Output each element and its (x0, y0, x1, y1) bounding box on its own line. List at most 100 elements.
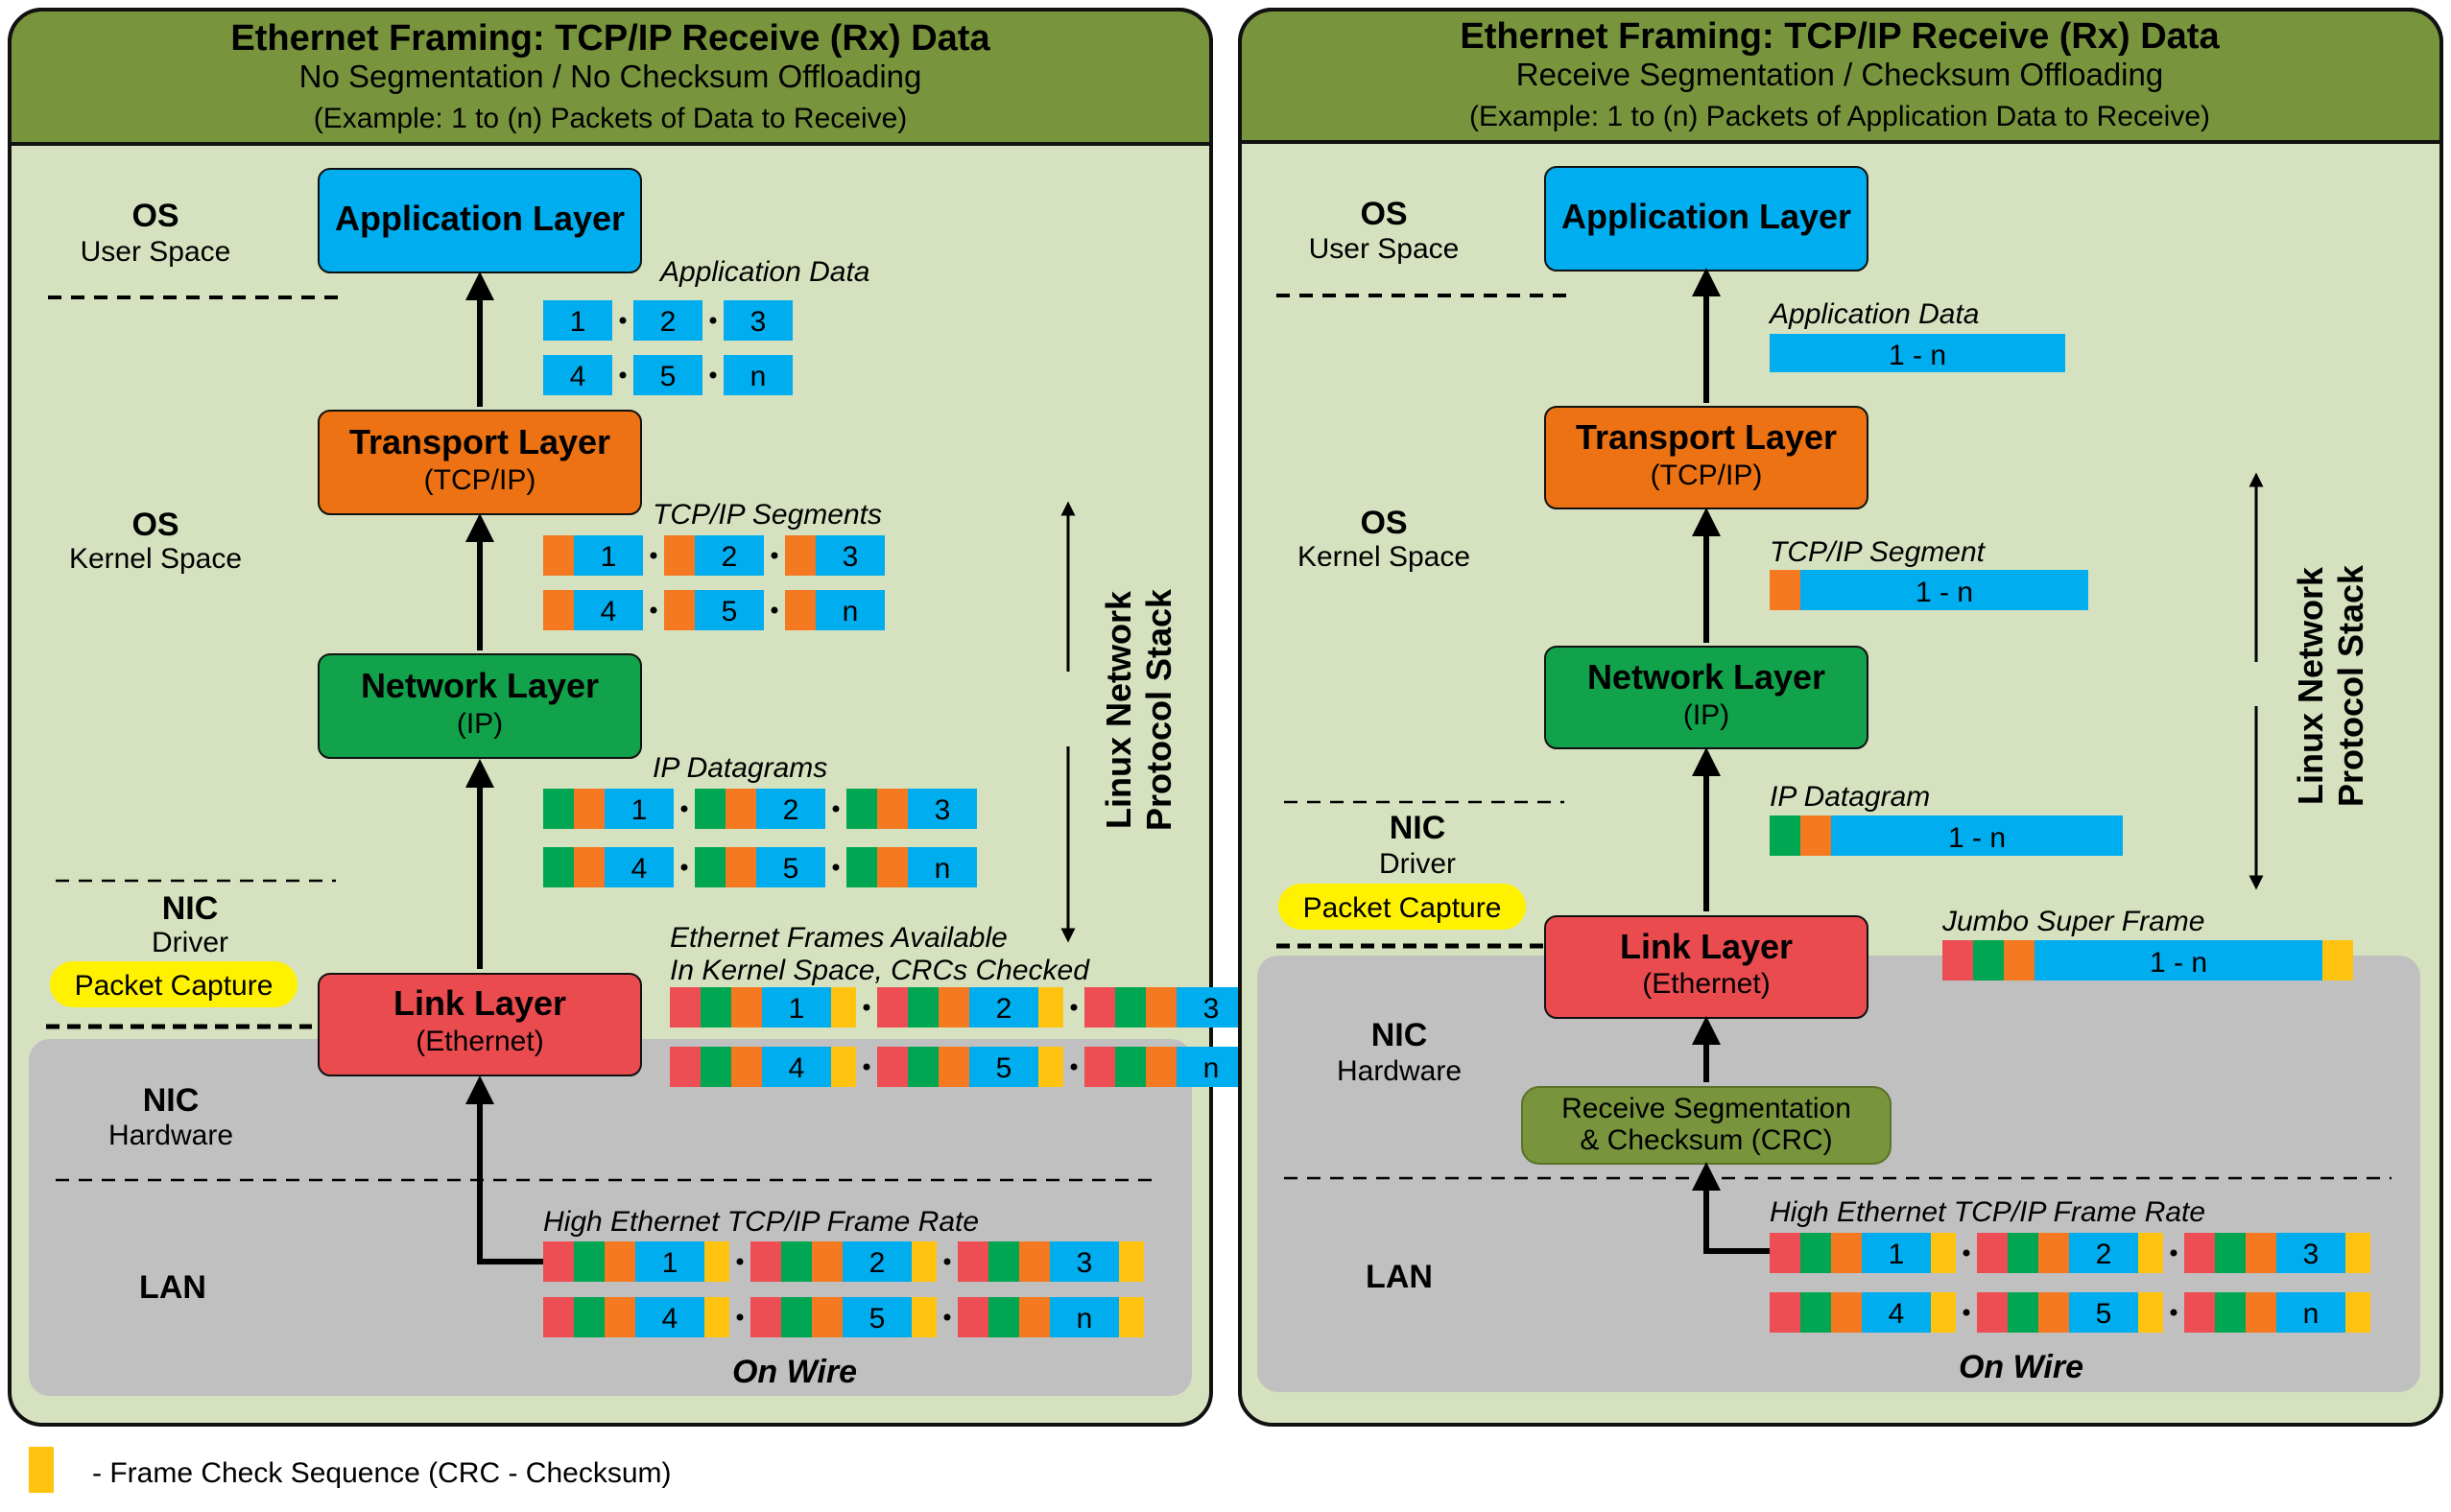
right-nic-hardware-heading: NIC (1371, 1017, 1428, 1053)
left-ip-payload-n (908, 847, 977, 887)
left-title: Ethernet Framing: TCP/IP Receive (Rx) Da… (230, 18, 990, 59)
left-eth-ip-header-3 (988, 1241, 1019, 1282)
right-nic-driver-heading: NIC (1390, 810, 1446, 846)
left-eth-eth-header-4 (543, 1297, 574, 1337)
left-eth-tcp-header-1 (731, 987, 762, 1028)
right-app-data-label: Application Data (1768, 298, 1979, 330)
right-eth-separator-dot (1963, 1309, 1970, 1316)
right-jumbo-fcs (2322, 940, 2353, 980)
left-nic-hardware-heading: NIC (143, 1082, 200, 1119)
right-eth-payload-5 (2069, 1292, 2138, 1333)
right-eth-payload-3 (2276, 1233, 2345, 1273)
right-eth-packet-label-3: 3 (2303, 1239, 2320, 1270)
left-eth-eth-header-3 (958, 1241, 988, 1282)
right-eth-fcs-3 (2345, 1233, 2370, 1273)
left-eth-separator-dot (863, 1004, 870, 1011)
right-eth-packet-label-2: 2 (2096, 1239, 2112, 1270)
left-tcp-segments-label: TCP/IP Segments (653, 499, 882, 531)
left-tcp-payload-2 (695, 535, 764, 576)
left-eth-eth-header-n (1084, 1047, 1115, 1087)
right-eth-packet-label-1: 1 (1889, 1239, 1905, 1270)
left-ip-tcp-header-1 (574, 789, 605, 829)
right-eth-packet-label-4: 4 (1889, 1298, 1905, 1330)
left-tcp-tcp-header-4 (543, 590, 574, 630)
left-ip-packet-label-2: 2 (783, 794, 799, 826)
left-eth-fcs-3 (1119, 1241, 1144, 1282)
left-stack-label-1: Linux Network (1099, 590, 1138, 829)
left-app-packet-label-4: 4 (570, 361, 586, 392)
right-eth-payload-4 (1862, 1292, 1931, 1333)
left-eth-fcs-1 (704, 1241, 729, 1282)
left-eth-tcp-header-n (1019, 1297, 1050, 1337)
left-eth-packet-label-3: 3 (1203, 993, 1220, 1025)
left-eth-payload-5 (843, 1297, 912, 1337)
left-eth-separator-dot (1070, 1004, 1078, 1011)
right-eth-fcs-n (2345, 1292, 2370, 1333)
left-tcp-separator-dot (650, 552, 657, 559)
right-eth-fcs-4 (1931, 1292, 1956, 1333)
left-eth-ip-header-5 (781, 1297, 812, 1337)
left-eth-ip-header-2 (781, 1241, 812, 1282)
right-eth-ip-header-1 (1800, 1233, 1831, 1273)
left-eth-payload-2 (843, 1241, 912, 1282)
left-eth-frames-label-1: Ethernet Frames Available (670, 922, 1008, 954)
left-app-packet-label-3: 3 (750, 306, 767, 338)
right-tcp-segment-bar-label: 1 - n (1916, 577, 1973, 608)
right-tcp-segment-header (1770, 570, 1800, 610)
right-eth-separator-dot (2170, 1249, 2177, 1257)
left-eth-packet-label-5: 5 (996, 1052, 1012, 1084)
right-eth-packet-label-5: 5 (2096, 1298, 2112, 1330)
left-eth-payload-1 (635, 1241, 704, 1282)
left-eth-ip-header-1 (574, 1241, 605, 1282)
left-eth-packet-label-4: 4 (662, 1303, 678, 1335)
left-eth-ip-header-n (1115, 1047, 1146, 1087)
right-network-layer-label: Network Layer (1587, 657, 1825, 697)
left-eth-separator-dot (943, 1313, 951, 1321)
left-on-wire-label: On Wire (732, 1354, 857, 1390)
left-eth-fcs-5 (912, 1297, 937, 1337)
left-os-user-sub: User Space (81, 236, 231, 268)
left-transport-layer-label: Transport Layer (349, 422, 610, 461)
left-eth-tcp-header-3 (1019, 1241, 1050, 1282)
left-eth-eth-header-4 (670, 1047, 701, 1087)
left-transport-layer-sub: (TCP/IP) (424, 464, 536, 496)
left-tcp-tcp-header-2 (664, 535, 695, 576)
left-eth-eth-header-3 (1084, 987, 1115, 1028)
left-ip-packet-label-n: n (935, 853, 951, 885)
right-eth-payload-2 (2069, 1233, 2138, 1273)
left-ip-payload-4 (605, 847, 674, 887)
left-eth-fcs-1 (831, 987, 856, 1028)
left-eth-eth-header-2 (877, 987, 908, 1028)
left-ip-packet-label-5: 5 (783, 853, 799, 885)
left-eth-fcs-n (1119, 1297, 1144, 1337)
right-jumbo-bar-label: 1 - n (2150, 947, 2207, 979)
left-network-layer-box (318, 653, 642, 759)
right-os-user-sub: User Space (1309, 233, 1460, 265)
legend: - Frame Check Sequence (CRC - Checksum) (29, 1447, 672, 1493)
left-eth-fcs-5 (1038, 1047, 1063, 1087)
right-jumbo-eth-header (1942, 940, 1973, 980)
left-eth-separator-dot (1070, 1063, 1078, 1071)
right-eth-ip-header-n (2215, 1292, 2246, 1333)
left-tcp-separator-dot (771, 606, 778, 614)
right-panel-header (1238, 8, 2443, 144)
left-ip-ip-header-5 (695, 847, 726, 887)
right-ip-datagram-label: IP Datagram (1770, 781, 1930, 813)
right-app-data-bar-label: 1 - n (1889, 340, 1946, 371)
right-eth-eth-header-1 (1770, 1233, 1800, 1273)
left-tcp-tcp-header-1 (543, 535, 574, 576)
right-link-layer-label: Link Layer (1620, 927, 1793, 966)
left-ip-separator-dot (680, 805, 688, 813)
right-ip-datagram-ip-header (1770, 815, 1800, 856)
right-on-wire-label: On Wire (1959, 1349, 2083, 1385)
left-tcp-payload-n (816, 590, 885, 630)
legend-label: - Frame Check Sequence (CRC - Checksum) (92, 1457, 672, 1489)
left-tcp-separator-dot (771, 552, 778, 559)
left-app-packet-label-5: 5 (660, 361, 677, 392)
left-ip-separator-dot (680, 863, 688, 871)
right-eth-eth-header-n (2184, 1292, 2215, 1333)
left-eth-frames-label-2: In Kernel Space, CRCs Checked (670, 955, 1090, 986)
left-tcp-packet-label-1: 1 (601, 541, 617, 573)
left-eth-fcs-4 (704, 1297, 729, 1337)
